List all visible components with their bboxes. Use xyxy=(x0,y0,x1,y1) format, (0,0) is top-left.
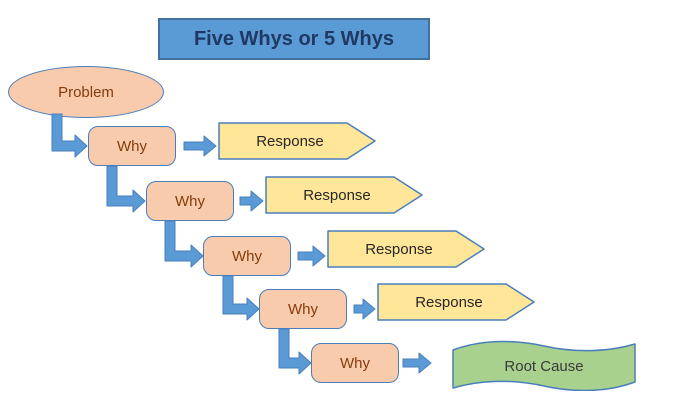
response-node-3: Response xyxy=(327,230,485,268)
why-node-2: Why xyxy=(146,181,234,221)
response-pentagon-shape xyxy=(327,230,485,268)
connector-why1-to-why2 xyxy=(106,165,146,213)
connector-why2-to-why3 xyxy=(164,220,204,268)
response-pentagon-shape xyxy=(218,122,376,160)
root-cause-wave-shape xyxy=(452,340,636,391)
response-label-1: Response xyxy=(256,132,324,150)
why-label-1: Why xyxy=(117,137,147,155)
response-label-2: Response xyxy=(303,186,371,204)
why-node-3: Why xyxy=(203,236,291,276)
response-pentagon-shape xyxy=(265,176,423,214)
why-label-5: Why xyxy=(340,354,370,372)
connector-why4-to-response4 xyxy=(353,298,376,320)
connector-why3-to-response3 xyxy=(297,245,326,267)
response-node-4: Response xyxy=(377,283,535,321)
why-label-2: Why xyxy=(175,192,205,210)
diagram-title-text: Five Whys or 5 Whys xyxy=(193,27,395,50)
response-label-3: Response xyxy=(365,240,433,258)
response-pentagon-2 xyxy=(265,176,423,214)
why-node-1: Why xyxy=(88,126,176,166)
why-node-5: Why xyxy=(311,343,399,383)
why-node-4: Why xyxy=(259,289,347,329)
connector-why4-to-why5 xyxy=(278,328,312,375)
root-cause-label: Root Cause xyxy=(504,357,584,375)
response-label-4: Response xyxy=(415,293,483,311)
connector-problem-to-why1 xyxy=(51,113,88,158)
response-pentagon-1 xyxy=(218,122,376,160)
problem-label: Problem xyxy=(58,83,114,101)
root-cause-node: Root Cause xyxy=(450,337,638,391)
root-cause-wave xyxy=(452,340,636,391)
why-label-4: Why xyxy=(288,300,318,318)
response-node-2: Response xyxy=(265,176,423,214)
why-label-3: Why xyxy=(232,247,262,265)
response-pentagon-4 xyxy=(377,283,535,321)
connector-why1-to-response1 xyxy=(183,135,217,157)
connector-why3-to-why4 xyxy=(222,275,260,321)
connector-why5-to-root-cause xyxy=(402,352,432,374)
response-node-1: Response xyxy=(218,122,376,160)
response-pentagon-shape xyxy=(377,283,535,321)
response-pentagon-3 xyxy=(327,230,485,268)
problem-node: Problem xyxy=(8,66,164,118)
connector-why2-to-response2 xyxy=(239,190,264,212)
diagram-title: Five Whys or 5 Whys xyxy=(158,18,430,60)
